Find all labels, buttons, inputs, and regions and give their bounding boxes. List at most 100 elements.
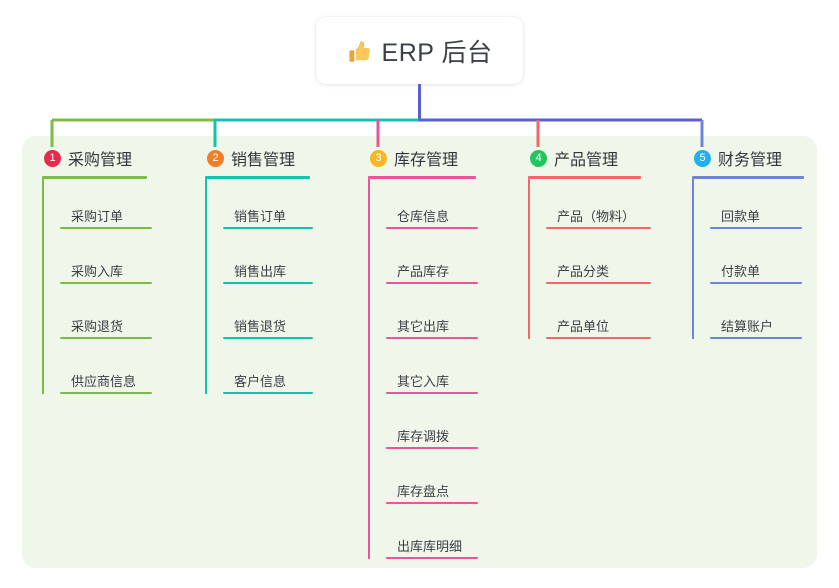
branch-item-label: 销售退货 <box>234 319 287 334</box>
branch-item-underline <box>710 227 802 229</box>
branch-item-underline <box>60 337 152 339</box>
branch-number-badge: 5 <box>694 149 711 167</box>
root-node-title: ERP 后台 <box>381 38 493 67</box>
branch-column-1: 1 采购管理采购订单采购入库采购退货供应商信息 <box>42 146 152 399</box>
branch-column-4: 4 产品管理产品（物料） 产品分类产品单位 <box>528 146 651 344</box>
branch-item-underline <box>546 227 651 229</box>
branch-item-underline <box>386 447 478 449</box>
branch-item-label: 产品分类 <box>557 264 610 279</box>
branch-item-underline <box>60 282 152 284</box>
branch-item[interactable]: 产品分类 <box>546 234 651 289</box>
branch-item[interactable]: 销售订单 <box>223 179 313 234</box>
branch-item[interactable]: 结算账户 <box>710 289 804 344</box>
branch-item-underline <box>546 282 651 284</box>
branch-header-2[interactable]: 2 销售管理 <box>205 146 310 170</box>
branch-item[interactable]: 其它入库 <box>386 344 478 399</box>
branch-spine <box>42 179 44 394</box>
branch-item-label: 其它入库 <box>397 374 450 389</box>
branch-item-underline <box>223 227 313 229</box>
branch-item-label: 产品单位 <box>557 319 610 334</box>
branch-item[interactable]: 产品单位 <box>546 289 651 344</box>
branch-item[interactable]: 采购退货 <box>60 289 152 344</box>
branch-item-label: 销售出库 <box>234 264 287 279</box>
branch-spine <box>205 179 207 394</box>
branch-header-underline <box>368 176 476 179</box>
branch-item-list: 仓库信息产品库存其它出库其它入库库存调拨库存盘点出库库明细 <box>368 179 478 564</box>
branch-item-label: 结算账户 <box>721 319 774 334</box>
branch-item-label: 仓库信息 <box>397 209 450 224</box>
branch-item[interactable]: 仓库信息 <box>386 179 478 234</box>
branch-item-underline <box>386 227 478 229</box>
branch-header-underline <box>42 176 147 179</box>
branch-item[interactable]: 产品库存 <box>386 234 478 289</box>
branch-item-underline <box>386 392 478 394</box>
branch-spine <box>368 179 370 559</box>
branch-item-underline <box>223 392 313 394</box>
branch-item[interactable]: 库存盘点 <box>386 454 478 509</box>
branch-item[interactable]: 库存调拨 <box>386 399 478 454</box>
branch-item[interactable]: 采购订单 <box>60 179 152 234</box>
branch-header-5[interactable]: 5 财务管理 <box>692 146 804 170</box>
branch-header-3[interactable]: 3 库存管理 <box>368 146 476 170</box>
branch-header-underline <box>692 176 804 179</box>
branch-item-underline <box>386 282 478 284</box>
branch-item[interactable]: 销售退货 <box>223 289 313 344</box>
branch-title: 采购管理 <box>68 152 133 169</box>
branch-header-underline <box>528 176 641 179</box>
branch-item-label: 采购退货 <box>71 319 124 334</box>
branch-item-underline <box>386 557 478 559</box>
branch-item[interactable]: 付款单 <box>710 234 804 289</box>
branch-item-label: 回款单 <box>721 209 761 224</box>
branch-item-underline <box>60 392 152 394</box>
branch-item-label: 采购订单 <box>71 209 124 224</box>
branch-number-badge: 2 <box>207 149 224 167</box>
branch-number-badge: 3 <box>370 149 387 167</box>
branch-item[interactable]: 回款单 <box>710 179 804 234</box>
branch-column-2: 2 销售管理销售订单销售出库销售退货客户信息 <box>205 146 313 399</box>
branch-header-1[interactable]: 1 采购管理 <box>42 146 147 170</box>
branch-item[interactable]: 采购入库 <box>60 234 152 289</box>
branch-item-underline <box>386 337 478 339</box>
branch-item-list: 回款单付款单结算账户 <box>692 179 804 344</box>
branch-column-3: 3 库存管理仓库信息产品库存其它出库其它入库库存调拨库存盘点出库库明细 <box>368 146 478 564</box>
branch-number-badge: 4 <box>530 149 547 167</box>
branch-item-label: 付款单 <box>721 264 761 279</box>
branch-item-underline <box>223 282 313 284</box>
branch-item-list: 采购订单采购入库采购退货供应商信息 <box>42 179 152 399</box>
branch-title: 销售管理 <box>231 152 296 169</box>
branch-item-underline <box>386 502 478 504</box>
branch-item-label: 其它出库 <box>397 319 450 334</box>
branch-item[interactable]: 其它出库 <box>386 289 478 344</box>
branch-item-label: 客户信息 <box>234 374 287 389</box>
branch-item-underline <box>223 337 313 339</box>
branch-item-underline <box>710 337 802 339</box>
diagram-background-panel <box>22 136 817 568</box>
branch-item-label: 出库库明细 <box>397 539 463 554</box>
branch-item-label: 供应商信息 <box>71 374 137 389</box>
branch-title: 产品管理 <box>554 152 619 169</box>
root-node-erp-backend[interactable]: ERP 后台 <box>316 17 523 84</box>
branch-item[interactable]: 供应商信息 <box>60 344 152 399</box>
branch-item[interactable]: 出库库明细 <box>386 509 478 564</box>
branch-item-label: 产品（物料） <box>557 209 636 224</box>
branch-spine <box>692 179 694 339</box>
branch-column-5: 5 财务管理回款单付款单结算账户 <box>692 146 804 344</box>
branch-item-label: 产品库存 <box>397 264 450 279</box>
branch-title: 财务管理 <box>718 152 783 169</box>
branch-item-list: 销售订单销售出库销售退货客户信息 <box>205 179 313 399</box>
branch-item-underline <box>710 282 802 284</box>
branch-item[interactable]: 产品（物料） <box>546 179 651 234</box>
branch-item-label: 销售订单 <box>234 209 287 224</box>
branch-item-list: 产品（物料） 产品分类产品单位 <box>528 179 651 344</box>
branch-item-label: 库存盘点 <box>397 484 450 499</box>
branch-header-underline <box>205 176 310 179</box>
branch-item-underline <box>60 227 152 229</box>
branch-item[interactable]: 客户信息 <box>223 344 313 399</box>
branch-item-label: 库存调拨 <box>397 429 450 444</box>
branch-item-label: 采购入库 <box>71 264 124 279</box>
branch-item[interactable]: 销售出库 <box>223 234 313 289</box>
branch-header-4[interactable]: 4 产品管理 <box>528 146 641 170</box>
branch-number-badge: 1 <box>44 149 61 167</box>
branch-title: 库存管理 <box>394 152 459 169</box>
